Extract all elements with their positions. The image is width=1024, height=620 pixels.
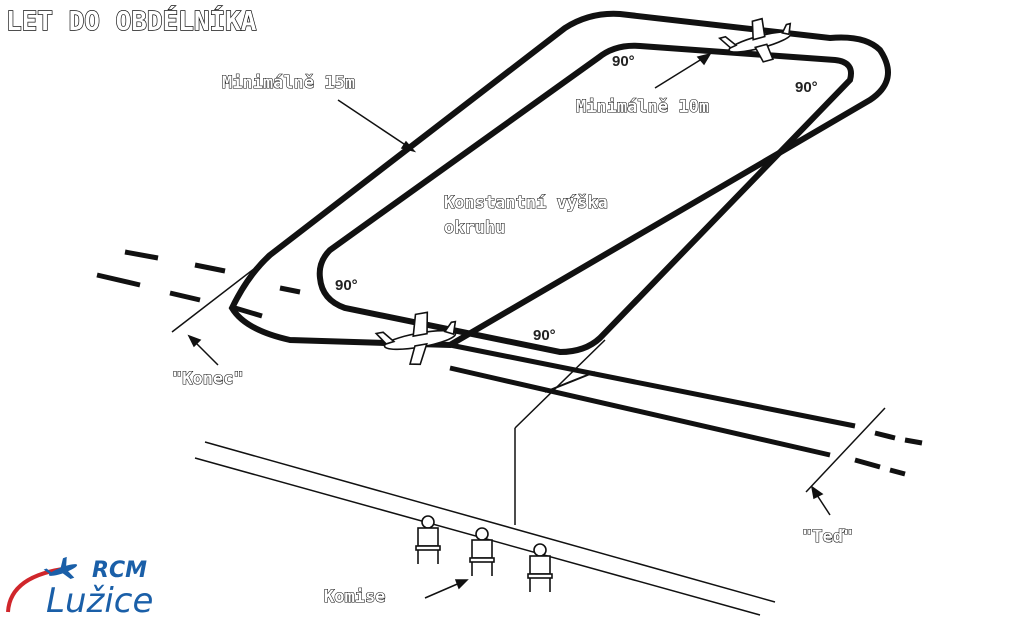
airplane-icon bbox=[718, 17, 792, 63]
logo-luzice: Lužice bbox=[46, 581, 153, 620]
judge-figure-icon bbox=[469, 527, 495, 576]
outer-track-line bbox=[228, 10, 891, 349]
runway-left-dashes bbox=[96, 249, 301, 319]
label-ted: "Teď" bbox=[802, 527, 853, 547]
label-min-outer: Minimálně 15m bbox=[222, 73, 355, 93]
arrow-konec bbox=[192, 339, 219, 366]
label-min-inner: Minimálně 10m bbox=[576, 97, 709, 117]
judge-figure-icon bbox=[527, 543, 553, 592]
arrow-min-outer bbox=[337, 99, 411, 149]
club-logo: RCM Lužice bbox=[6, 556, 153, 620]
airplane-icon bbox=[374, 311, 457, 366]
gate-lines bbox=[171, 257, 886, 493]
label-altitude-1: Konstantní výška bbox=[444, 193, 608, 213]
runway-right-lines bbox=[449, 342, 923, 477]
angle-top-left: 90° bbox=[612, 53, 635, 70]
diagram-title: LET DO OBDÉLNÍKA bbox=[6, 5, 257, 37]
arrow-komise bbox=[424, 581, 463, 599]
angle-bottom-left: 90° bbox=[335, 277, 358, 294]
judges-group bbox=[415, 515, 553, 592]
ted-gate-line bbox=[805, 407, 886, 493]
judge-figure-icon bbox=[415, 515, 441, 564]
logo-rcm: RCM bbox=[92, 558, 147, 583]
logo-plane-icon bbox=[43, 556, 78, 579]
arrow-min-inner bbox=[654, 56, 706, 89]
label-komise: Komise bbox=[324, 587, 385, 607]
angle-bottom-right: 90° bbox=[533, 327, 556, 344]
label-konec: "Konec" bbox=[172, 369, 244, 389]
judge-sightline bbox=[194, 339, 776, 616]
inner-track-line bbox=[316, 42, 854, 356]
flight-pattern-track bbox=[228, 10, 891, 356]
label-altitude-2: okruhu bbox=[444, 218, 505, 238]
angle-top-right: 90° bbox=[795, 79, 818, 96]
leader-arrows bbox=[187, 52, 831, 599]
konec-gate-line bbox=[171, 257, 269, 333]
